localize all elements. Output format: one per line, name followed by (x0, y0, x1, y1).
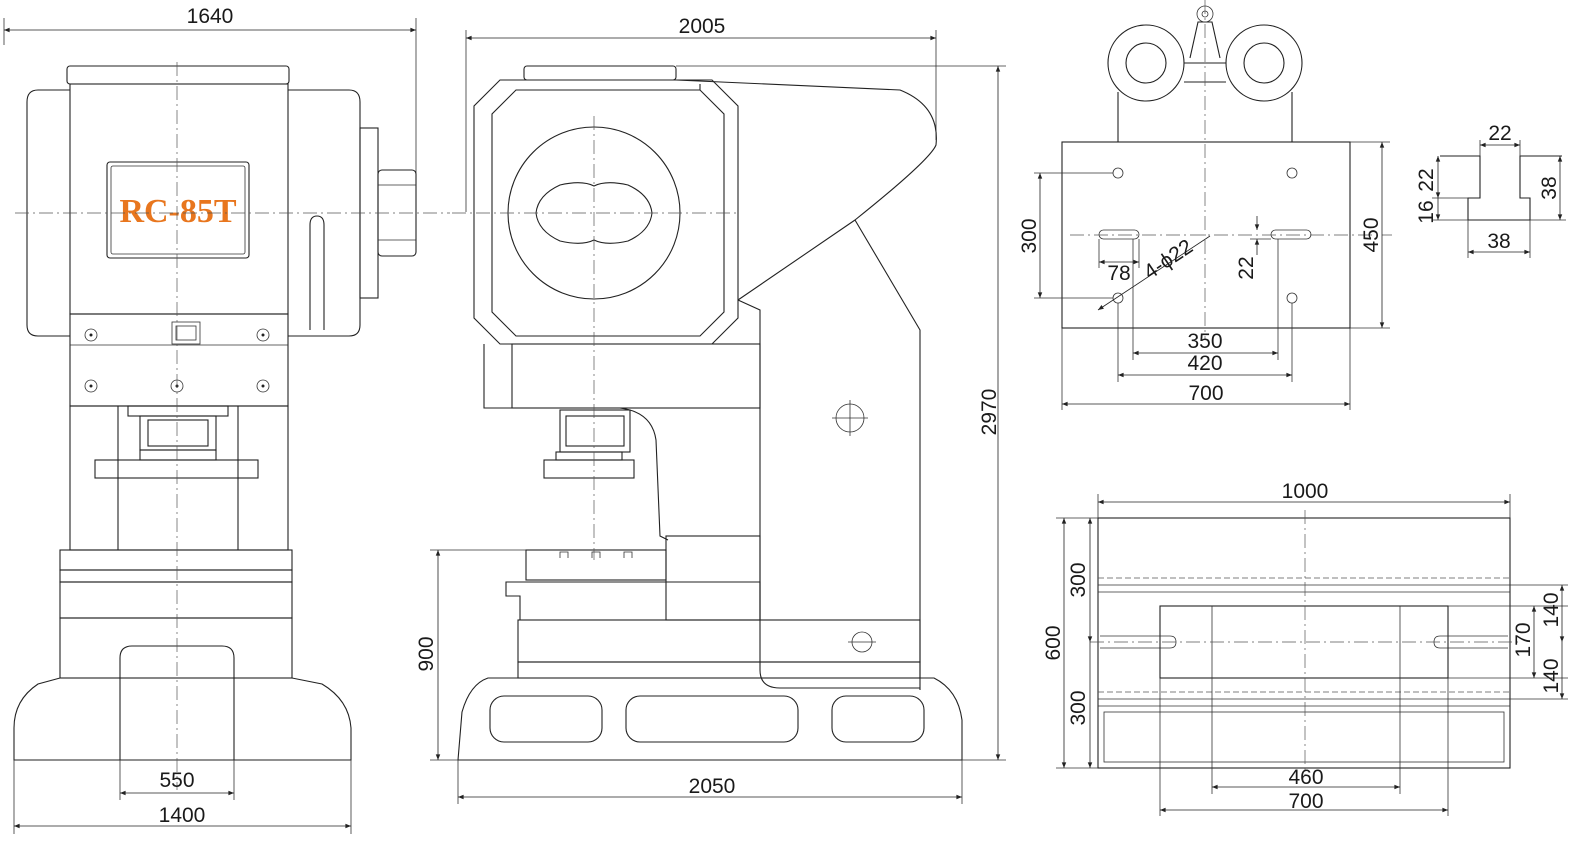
dim-700-slide: 700 (1188, 382, 1223, 405)
dim-300-slide: 300 (1018, 218, 1041, 253)
front-view: 1640 RC-85T (3, 5, 450, 834)
dim-2970: 2970 (978, 389, 1001, 436)
dim-140-a: 140 (1540, 592, 1563, 627)
tslot-16-left: 16 (1415, 200, 1438, 223)
dim-2005: 2005 (679, 15, 726, 38)
hole-callout: 4-ϕ22 (1140, 235, 1197, 284)
dim-140-b: 140 (1540, 658, 1563, 693)
slide-detail-view: 300 450 78 4-ϕ22 22 350 420 700 (1018, 0, 1392, 410)
dim-1640: 1640 (187, 5, 234, 28)
dim-460: 460 (1288, 766, 1323, 789)
dim-22-slot: 22 (1235, 256, 1258, 279)
dim-170: 170 (1512, 622, 1535, 657)
model-label: RC-85T (119, 193, 236, 230)
tslot-38-bottom: 38 (1487, 230, 1510, 253)
tslot-22-top: 22 (1488, 122, 1511, 145)
dim-1400: 1400 (159, 804, 206, 827)
dim-700-bolster: 700 (1288, 790, 1323, 813)
side-view: 2005 (415, 15, 1006, 804)
dim-350: 350 (1187, 330, 1222, 353)
tslot-22-left: 22 (1415, 168, 1438, 191)
dim-300-upper: 300 (1067, 562, 1090, 597)
dim-78: 78 (1107, 262, 1130, 285)
dim-300-lower: 300 (1067, 690, 1090, 725)
dim-1000: 1000 (1282, 480, 1329, 503)
tslot-38-right: 38 (1538, 176, 1561, 199)
dim-450: 450 (1360, 217, 1383, 252)
name-plate (106, 161, 250, 259)
dim-550: 550 (159, 769, 194, 792)
dim-420: 420 (1187, 352, 1222, 375)
dim-2050: 2050 (689, 775, 736, 798)
dim-900: 900 (415, 636, 438, 671)
bolster-detail-view: 1000 600 300 300 140 170 140 460 700 (1042, 480, 1568, 816)
dim-600: 600 (1042, 625, 1065, 660)
t-slot-detail: 22 22 16 38 38 (1415, 122, 1566, 258)
